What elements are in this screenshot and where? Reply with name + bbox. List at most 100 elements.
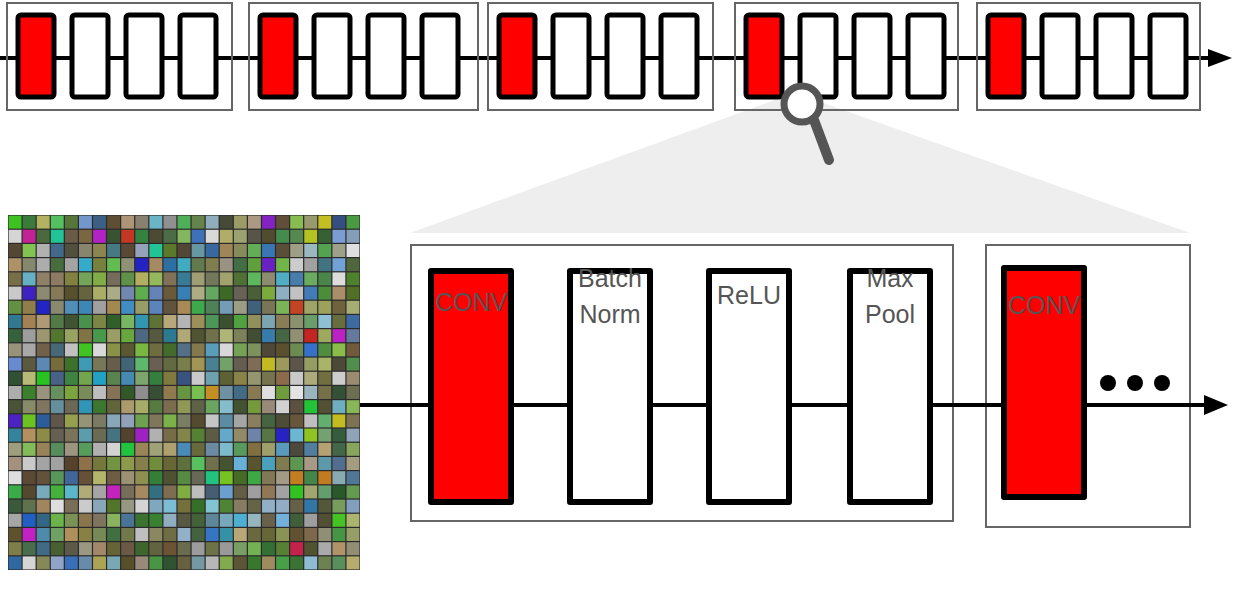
image-thumbnail: [206, 258, 219, 271]
image-thumbnail: [290, 471, 303, 484]
image-thumbnail: [304, 287, 317, 300]
image-thumbnail: [234, 414, 247, 427]
image-thumbnail: [290, 414, 303, 427]
image-thumbnail: [347, 343, 360, 356]
image-thumbnail: [163, 429, 176, 442]
image-thumbnail: [51, 457, 64, 470]
image-thumbnail: [262, 230, 275, 243]
image-thumbnail: [347, 414, 360, 427]
image-thumbnail: [107, 244, 120, 257]
image-thumbnail: [262, 287, 275, 300]
image-thumbnail: [93, 429, 106, 442]
image-thumbnail: [65, 457, 78, 470]
image-thumbnail: [262, 471, 275, 484]
image-thumbnail: [37, 386, 50, 399]
image-thumbnail: [290, 500, 303, 513]
image-thumbnail: [107, 329, 120, 342]
image-thumbnail: [37, 485, 50, 498]
image-thumbnail: [192, 443, 205, 456]
image-thumbnail: [332, 429, 345, 442]
image-thumbnail: [347, 287, 360, 300]
image-thumbnail: [347, 556, 360, 569]
image-thumbnail: [347, 443, 360, 456]
image-thumbnail: [79, 343, 92, 356]
image-thumbnail: [290, 514, 303, 527]
image-thumbnail: [220, 429, 233, 442]
image-thumbnail: [276, 471, 289, 484]
image-thumbnail: [220, 514, 233, 527]
image-thumbnail: [65, 528, 78, 541]
image-thumbnail: [93, 471, 106, 484]
image-thumbnail: [318, 386, 331, 399]
image-thumbnail: [9, 216, 22, 229]
image-thumbnail: [23, 429, 36, 442]
image-thumbnail: [276, 372, 289, 385]
image-thumbnail: [248, 244, 261, 257]
image-thumbnail: [149, 471, 162, 484]
image-thumbnail: [206, 244, 219, 257]
image-thumbnail: [347, 500, 360, 513]
image-thumbnail: [304, 528, 317, 541]
image-thumbnail: [206, 542, 219, 555]
image-thumbnail: [318, 230, 331, 243]
image-thumbnail: [276, 429, 289, 442]
image-thumbnail: [37, 244, 50, 257]
image-thumbnail: [206, 556, 219, 569]
image-thumbnail: [178, 556, 191, 569]
image-thumbnail: [163, 443, 176, 456]
image-thumbnail: [262, 542, 275, 555]
image-thumbnail: [192, 287, 205, 300]
image-thumbnail: [79, 514, 92, 527]
image-thumbnail: [234, 429, 247, 442]
image-thumbnail: [9, 542, 22, 555]
image-thumbnail: [332, 343, 345, 356]
image-thumbnail: [93, 386, 106, 399]
image-thumbnail: [178, 514, 191, 527]
image-thumbnail: [93, 329, 106, 342]
image-thumbnail: [220, 443, 233, 456]
image-thumbnail: [107, 272, 120, 285]
image-thumbnail: [9, 500, 22, 513]
image-thumbnail: [178, 301, 191, 314]
image-thumbnail: [107, 429, 120, 442]
image-thumbnail: [332, 556, 345, 569]
image-thumbnail: [276, 329, 289, 342]
image-thumbnail: [107, 230, 120, 243]
image-thumbnail: [65, 244, 78, 257]
image-thumbnail: [304, 358, 317, 371]
image-thumbnail: [93, 500, 106, 513]
image-thumbnail: [290, 258, 303, 271]
image-thumbnail: [206, 287, 219, 300]
flow-connector: [653, 403, 706, 407]
image-thumbnail: [234, 485, 247, 498]
image-thumbnail: [347, 372, 360, 385]
image-thumbnail: [9, 315, 22, 328]
image-thumbnail: [290, 315, 303, 328]
image-thumbnail: [23, 457, 36, 470]
image-thumbnail: [318, 258, 331, 271]
image-thumbnail: [163, 258, 176, 271]
image-thumbnail: [23, 514, 36, 527]
image-thumbnail: [276, 556, 289, 569]
image-thumbnail: [149, 457, 162, 470]
image-thumbnail: [192, 514, 205, 527]
image-thumbnail: [304, 429, 317, 442]
image-thumbnail: [51, 315, 64, 328]
image-thumbnail: [234, 542, 247, 555]
image-thumbnail: [290, 301, 303, 314]
image-thumbnail: [332, 301, 345, 314]
image-thumbnail: [37, 443, 50, 456]
image-thumbnail: [163, 358, 176, 371]
image-thumbnail: [9, 358, 22, 371]
image-thumbnail: [290, 216, 303, 229]
image-thumbnail: [107, 528, 120, 541]
image-thumbnail: [23, 343, 36, 356]
image-thumbnail: [220, 372, 233, 385]
image-thumbnail: [107, 372, 120, 385]
image-thumbnail: [192, 429, 205, 442]
image-thumbnail: [178, 386, 191, 399]
image-thumbnail: [23, 287, 36, 300]
image-thumbnail: [121, 258, 134, 271]
image-thumbnail: [192, 358, 205, 371]
